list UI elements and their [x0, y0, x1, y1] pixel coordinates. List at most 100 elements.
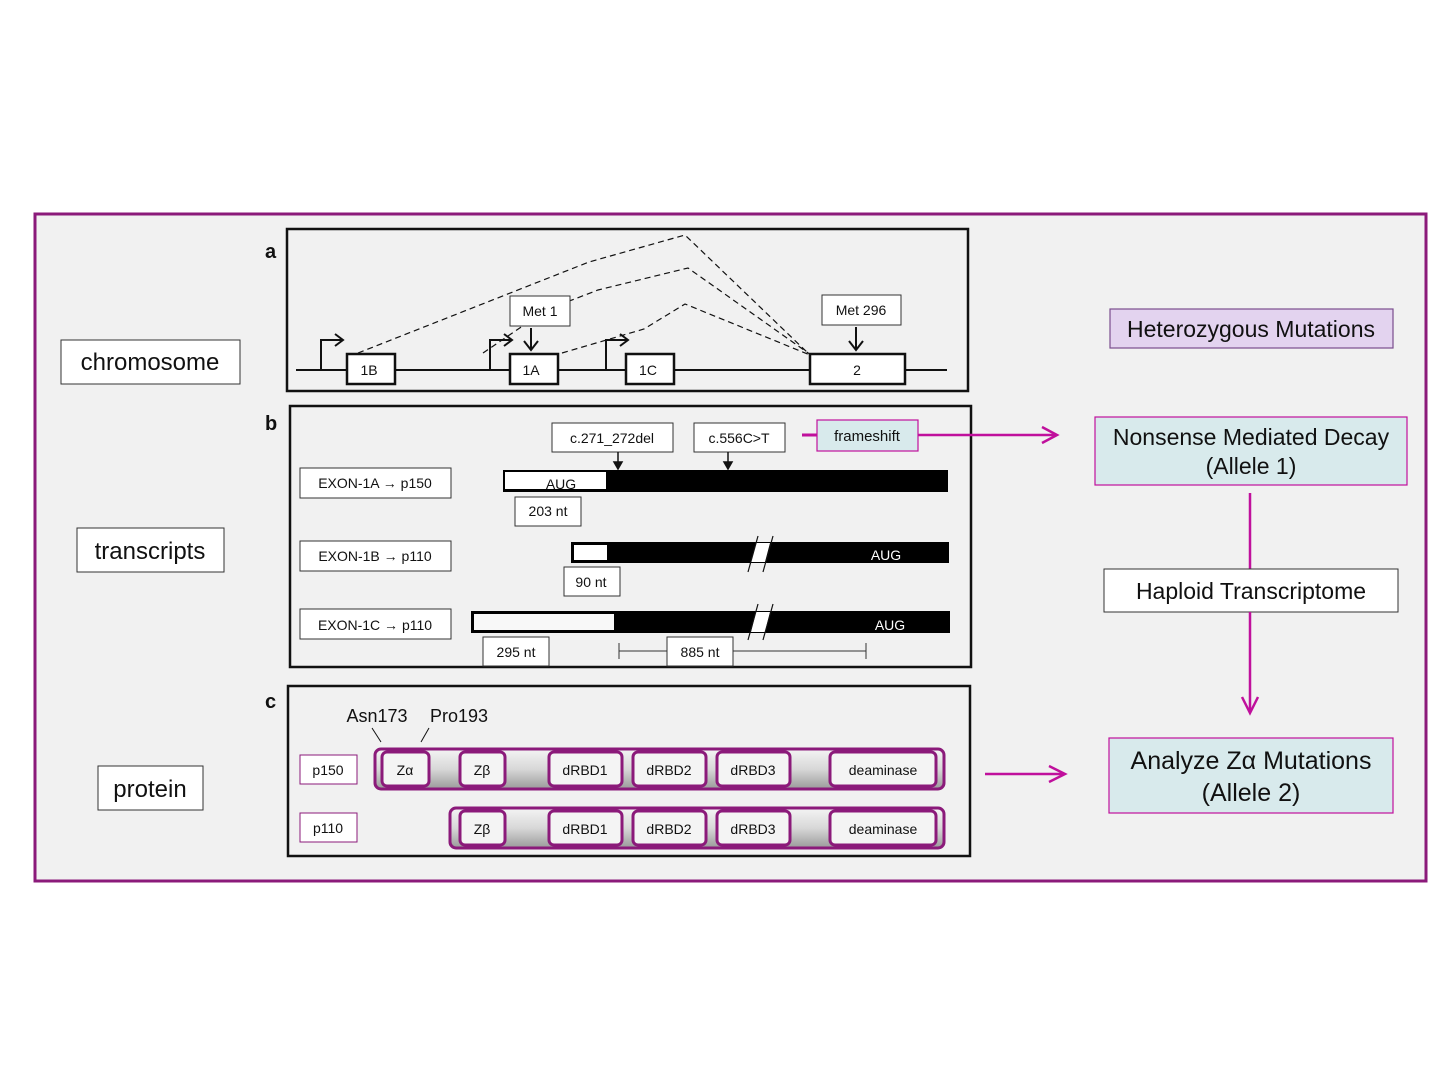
- down-arrow-icon: [722, 452, 734, 471]
- splice-line-1b: [357, 234, 811, 356]
- frameshift-to-nmd-arrow: [918, 425, 1060, 445]
- domain-drbd2: dRBD2: [631, 809, 708, 847]
- transcript-1c-utr-length: 295 nt: [497, 644, 536, 660]
- domain-drbd3: dRBD3: [715, 809, 792, 847]
- transcript-1c-utr: [474, 614, 614, 630]
- transcript-1a-aug: AUG: [546, 476, 576, 492]
- break-mark-icon: [747, 535, 774, 573]
- domain-zb: Zβ: [458, 750, 507, 788]
- transcript-1b-utr: [574, 545, 607, 560]
- protein-p110-label: p110: [313, 820, 343, 836]
- exon-2: 2: [808, 352, 907, 386]
- domain-deaminase: deaminase: [828, 809, 938, 847]
- domain-drbd2-label: dRBD2: [646, 762, 691, 778]
- domain-zb-label: Zβ: [474, 762, 491, 778]
- transcript-1b-aug: AUG: [871, 547, 901, 563]
- exon-2-label: 2: [853, 362, 861, 378]
- transcript-1c-label: EXON-1C → p110: [318, 617, 432, 633]
- row-label-chromosome: chromosome: [60, 339, 241, 385]
- domain-drbd3-label: dRBD3: [730, 762, 775, 778]
- transcript-row-1a: EXON-1A → p150 AUG 203 nt: [299, 467, 948, 527]
- span-length-label: 885 nt: [681, 644, 720, 660]
- transcript-1b-label: EXON-1B → p110: [318, 548, 432, 564]
- haploid-to-analyze-arrow: [1240, 612, 1260, 716]
- protein-p150: p150 Zα Zβ dRBD1 dRBD2 dRBD3 deaminase: [299, 747, 946, 791]
- exon-1b-label: 1B: [360, 362, 377, 378]
- domain-drbd1-label: dRBD1: [562, 821, 607, 837]
- analyze-label-line1: Analyze Zα Mutations: [1131, 747, 1372, 775]
- span-bracket: [618, 643, 867, 659]
- haploid-label: Haploid Transcriptome: [1136, 578, 1366, 604]
- mutation-c271-callout: c.271_272del: [551, 422, 674, 471]
- domain-za-label: Zα: [397, 762, 414, 778]
- down-arrow-icon: [612, 452, 624, 471]
- row-label-protein-text: protein: [113, 776, 186, 803]
- splice-line-1c: [561, 303, 811, 356]
- transcript-1b-utr-length: 90 nt: [575, 574, 606, 590]
- exon-1b: 1B: [345, 352, 397, 386]
- domain-deaminase: deaminase: [828, 750, 938, 788]
- domain-drbd1: dRBD1: [547, 809, 624, 847]
- met1-callout: Met 1: [509, 295, 571, 352]
- mutation-c271-label: c.271_272del: [570, 430, 654, 446]
- down-arrow-icon: [848, 327, 864, 352]
- transcript-1a-utr-length: 203 nt: [529, 503, 568, 519]
- protein-p150-label: p150: [312, 762, 343, 778]
- transcript-row-1c: EXON-1C → p110 AUG 295 nt 885 nt: [299, 603, 950, 667]
- domain-zb-label: Zβ: [474, 821, 491, 837]
- domain-za: Zα: [380, 750, 431, 788]
- domain-drbd1-label: dRBD1: [562, 762, 607, 778]
- site-asn173-pointer: [371, 727, 382, 743]
- promoter-arrow-icon: [489, 333, 514, 370]
- panel-b-letter: b: [265, 413, 277, 435]
- exon-1a: 1A: [508, 352, 560, 386]
- nmd-label-line1: Nonsense Mediated Decay: [1113, 424, 1390, 450]
- protein-p110: p110 Zβ dRBD1 dRBD2 dRBD3 deaminase: [299, 806, 946, 850]
- row-label-transcripts: transcripts: [76, 527, 225, 573]
- site-pro193-label: Pro193: [430, 706, 488, 726]
- mutation-c556-callout: c.556C>T: [693, 422, 786, 471]
- domain-drbd2-label: dRBD2: [646, 821, 691, 837]
- exon-1c-label: 1C: [639, 362, 657, 378]
- exon-1a-label: 1A: [522, 362, 540, 378]
- domain-deaminase-label: deaminase: [849, 821, 918, 837]
- analyze-label-line2: (Allele 2): [1202, 779, 1301, 807]
- domain-drbd3-label: dRBD3: [730, 821, 775, 837]
- heterozygous-box: Heterozygous Mutations: [1109, 308, 1394, 349]
- promoter-arrow-icon: [320, 333, 345, 370]
- site-asn173-label: Asn173: [346, 706, 407, 726]
- exon-1c: 1C: [624, 352, 676, 386]
- domain-drbd3: dRBD3: [715, 750, 792, 788]
- domain-zb: Zβ: [458, 809, 507, 847]
- met296-callout: Met 296: [821, 294, 902, 352]
- panel-c-letter: c: [265, 691, 276, 713]
- protein-to-analyze-arrow: [985, 764, 1068, 784]
- promoter-arrows: [320, 333, 630, 370]
- met296-label: Met 296: [836, 302, 887, 318]
- break-mark-icon: [747, 603, 774, 641]
- transcript-1a-label: EXON-1A → p150: [318, 475, 432, 491]
- met1-label: Met 1: [522, 303, 557, 319]
- mutation-c556-label: c.556C>T: [708, 430, 770, 446]
- transcript-1a-bar: [503, 470, 948, 492]
- row-label-protein: protein: [97, 765, 204, 811]
- row-label-chromosome-text: chromosome: [81, 349, 220, 376]
- domain-deaminase-label: deaminase: [849, 762, 918, 778]
- domain-drbd2: dRBD2: [631, 750, 708, 788]
- analyze-box: Analyze Zα Mutations (Allele 2): [1108, 737, 1394, 814]
- transcript-1c-aug: AUG: [875, 617, 905, 633]
- site-pro193-pointer: [420, 727, 430, 743]
- nmd-box: Nonsense Mediated Decay (Allele 1): [1094, 416, 1408, 486]
- heterozygous-label: Heterozygous Mutations: [1127, 316, 1375, 342]
- promoter-arrow-icon: [605, 333, 630, 370]
- frameshift-label: frameshift: [834, 428, 901, 445]
- panel-a-letter: a: [265, 241, 277, 263]
- nmd-label-line2: (Allele 1): [1206, 453, 1297, 479]
- down-arrow-icon: [523, 328, 539, 352]
- transcript-row-1b: EXON-1B → p110 AUG 90 nt: [299, 535, 949, 597]
- frameshift-callout: frameshift: [802, 419, 919, 452]
- haploid-box: Haploid Transcriptome: [1103, 568, 1399, 613]
- domain-drbd1: dRBD1: [547, 750, 624, 788]
- row-label-transcripts-text: transcripts: [95, 538, 206, 565]
